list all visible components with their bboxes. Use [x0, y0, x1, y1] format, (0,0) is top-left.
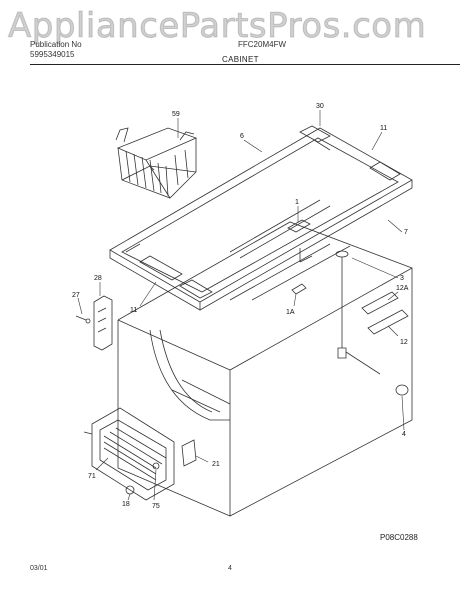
- callout-27: 27: [72, 292, 80, 299]
- callout-75: 75: [152, 503, 160, 510]
- label-plates-drawing: [361, 291, 409, 335]
- part-number: 5995349015: [30, 50, 75, 59]
- callout-3: 3: [400, 275, 404, 282]
- handle-drawing: [287, 219, 311, 295]
- callout-12: 12: [400, 339, 408, 346]
- header-left: Publication No 5995349015: [30, 40, 82, 60]
- callout-1a: 1A: [286, 309, 295, 316]
- callout-6: 6: [240, 133, 244, 140]
- publication-label: Publication No: [30, 40, 82, 49]
- callout-71: 71: [88, 473, 96, 480]
- grille-drawing: [83, 407, 197, 501]
- leader-lines: [77, 110, 405, 501]
- callout-21: 21: [212, 461, 220, 468]
- drain-drawing: [335, 250, 409, 396]
- model-number: FFC20M4FW: [238, 40, 286, 49]
- callout-30: 30: [316, 103, 324, 110]
- callout-12a: 12A: [396, 285, 409, 292]
- basket-drawing: [115, 127, 198, 199]
- callout-11-left: 11: [130, 307, 137, 314]
- callout-59: 59: [172, 111, 180, 118]
- callout-28: 28: [94, 275, 102, 282]
- cabinet-body-drawing: [117, 221, 413, 517]
- callout-18: 18: [122, 501, 130, 508]
- watermark: AppliancePartsPros.com: [7, 6, 427, 47]
- callout-11-top: 11: [380, 125, 387, 132]
- footer-page: 4: [228, 565, 232, 572]
- footer-date: 03/01: [30, 565, 48, 572]
- callout-labels: 59 30 6 11 1 7 3 28 27 11 1A 12A 12 4 71…: [72, 103, 409, 510]
- hinge-drawing: [75, 295, 113, 351]
- callout-1: 1: [295, 199, 299, 206]
- callout-7: 7: [404, 229, 408, 236]
- lid-frame-drawing: [109, 125, 413, 311]
- callout-4: 4: [402, 431, 406, 438]
- header-rule: [30, 64, 460, 65]
- section-title: CABINET: [222, 55, 259, 64]
- diagram-code: P08C0288: [380, 533, 418, 542]
